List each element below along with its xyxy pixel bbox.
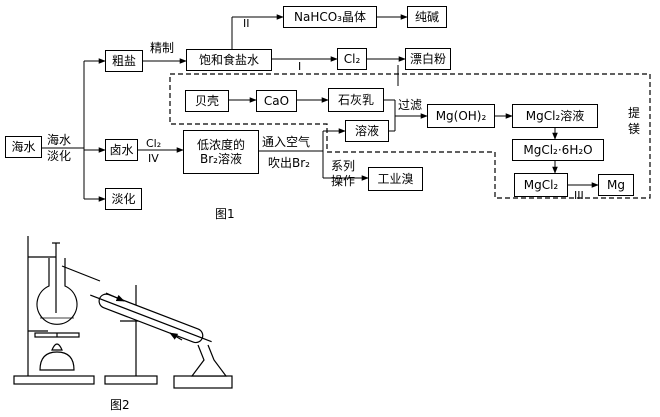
step-3-label: III bbox=[574, 189, 584, 202]
solution-box: 溶液 bbox=[345, 120, 389, 142]
shell-box: 贝壳 bbox=[185, 90, 229, 112]
nahco3-box: NaHCO₃晶体 bbox=[283, 6, 377, 28]
fresh-water-label: 淡化 bbox=[111, 192, 136, 206]
mg-box: Mg bbox=[598, 174, 634, 196]
series-ops-label-1: 系列 bbox=[331, 159, 356, 173]
solution-label: 溶液 bbox=[354, 124, 379, 138]
mgcl2-hydrate-label: MgCl₂·6H₂O bbox=[523, 143, 593, 157]
step-1-label: I bbox=[298, 60, 302, 73]
mgcl2-solution-box: MgCl₂溶液 bbox=[512, 104, 598, 128]
seawater-label: 海水 bbox=[11, 140, 36, 154]
shell-label: 贝壳 bbox=[194, 94, 219, 108]
mg-label: Mg bbox=[607, 178, 625, 192]
brine-box: 卤水 bbox=[105, 139, 138, 161]
refine-label: 精制 bbox=[150, 41, 175, 55]
crude-salt-box: 粗盐 bbox=[105, 50, 143, 72]
cao-label: CaO bbox=[263, 94, 290, 108]
cao-box: CaO bbox=[256, 90, 297, 112]
cl2-box: Cl₂ bbox=[337, 48, 367, 70]
blow-br2-label: 吹出Br₂ bbox=[268, 156, 310, 170]
low-br2-solution-box: 低浓度的 Br₂溶液 bbox=[183, 130, 259, 174]
bleaching-powder-label: 漂白粉 bbox=[409, 52, 446, 66]
low-br2-line1: 低浓度的 bbox=[196, 138, 245, 152]
step-2-label: II bbox=[243, 17, 250, 30]
mgcl2-label: MgCl₂ bbox=[523, 178, 559, 192]
extract-mg-label-1: 提 bbox=[628, 106, 641, 120]
extract-mg-label-2: 镁 bbox=[628, 122, 641, 136]
brine-label: 卤水 bbox=[109, 143, 134, 157]
soda-ash-label: 纯碱 bbox=[414, 10, 439, 24]
mgcl2-solution-label: MgCl₂溶液 bbox=[525, 109, 585, 123]
soda-ash-box: 纯碱 bbox=[407, 6, 447, 28]
seawater-desalination-label-2: 淡化 bbox=[47, 149, 72, 163]
figure-1-caption: 图1 bbox=[215, 207, 235, 221]
mg-extraction-region bbox=[169, 73, 651, 199]
mgoh2-label: Mg(OH)₂ bbox=[435, 109, 487, 123]
seawater-desalination-label-1: 海水 bbox=[47, 133, 72, 147]
low-br2-line2: Br₂溶液 bbox=[200, 152, 242, 166]
mgoh2-box: Mg(OH)₂ bbox=[427, 104, 495, 128]
milk-of-lime-box: 石灰乳 bbox=[328, 88, 384, 112]
step-4-label: IV bbox=[148, 152, 159, 165]
flow-arrows bbox=[41, 14, 599, 202]
series-ops-label-2: 操作 bbox=[331, 174, 356, 188]
fresh-water-box: 淡化 bbox=[105, 188, 142, 210]
mgcl2-hydrate-box: MgCl₂·6H₂O bbox=[512, 139, 604, 161]
filter-label: 过滤 bbox=[398, 98, 423, 112]
seawater-box: 海水 bbox=[5, 136, 42, 158]
nahco3-label: NaHCO₃晶体 bbox=[294, 10, 366, 24]
figure-2-caption: 图2 bbox=[110, 398, 130, 412]
cl2-reagent-label: Cl₂ bbox=[146, 137, 162, 150]
industrial-bromine-label: 工业溴 bbox=[377, 172, 414, 186]
saturated-brine-box: 饱和食盐水 bbox=[186, 49, 272, 71]
cl2-label: Cl₂ bbox=[343, 52, 361, 66]
milk-of-lime-label: 石灰乳 bbox=[337, 93, 374, 107]
industrial-bromine-box: 工业溴 bbox=[368, 167, 423, 191]
bleaching-powder-box: 漂白粉 bbox=[405, 48, 451, 70]
mgcl2-box: MgCl₂ bbox=[514, 173, 568, 197]
saturated-brine-label: 饱和食盐水 bbox=[198, 53, 259, 67]
blow-air-label: 通入空气 bbox=[262, 135, 311, 149]
distillation-apparatus bbox=[13, 236, 233, 389]
crude-salt-label: 粗盐 bbox=[111, 54, 136, 68]
